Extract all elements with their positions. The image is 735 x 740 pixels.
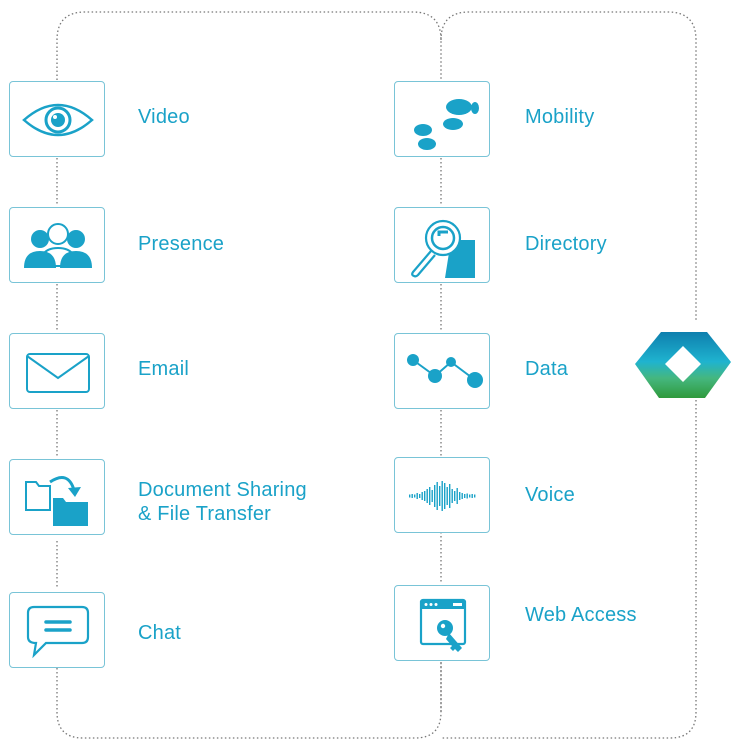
chat-label: Chat [138, 622, 182, 644]
waveform-bar [471, 494, 473, 498]
data-label: Data [525, 358, 569, 380]
waveform-bar [451, 489, 453, 503]
waveform-bar [414, 494, 416, 498]
waveform-bar [409, 494, 411, 498]
waveform-bar [416, 493, 418, 499]
directory-label: Directory [525, 233, 607, 255]
waveform-bar [436, 482, 438, 510]
envelope-icon [26, 353, 90, 393]
brand-diamond-logo [635, 332, 731, 398]
browser-key-icon [419, 598, 467, 652]
email-label: Email [138, 358, 190, 380]
waveform-bar [424, 491, 426, 501]
waveform-bar [421, 492, 423, 500]
waveform-bar [466, 493, 468, 499]
directory-tile[interactable] [394, 207, 490, 283]
waveform-bar [474, 494, 476, 498]
document-sharing-label-line2: & File Transfer [138, 503, 272, 525]
waveform-bar [444, 483, 446, 509]
presence-label: Presence [138, 233, 225, 255]
waveform-bar [434, 485, 436, 507]
document-sharing-label-line1: Document Sharing [138, 479, 307, 501]
web-access-label: Web Access [525, 604, 637, 626]
email-tile[interactable] [9, 333, 105, 409]
document-sharing-tile[interactable] [9, 459, 105, 535]
waveform-bar [419, 494, 421, 498]
waveform-bar [431, 490, 433, 502]
chat-tile[interactable] [9, 592, 105, 668]
waveform-bar [426, 489, 428, 503]
voice-tile[interactable] [394, 457, 490, 533]
waveform-bar [429, 487, 431, 505]
magnifier-icon [411, 219, 475, 278]
eye-icon [22, 103, 94, 137]
data-tile[interactable] [394, 333, 490, 409]
waveform-bar [411, 494, 413, 498]
waveform-bar [456, 488, 458, 504]
chat-bubble-icon [26, 605, 90, 659]
waveform-bar [446, 487, 448, 505]
voice-label: Voice [525, 484, 575, 506]
users-icon [24, 223, 92, 268]
video-label: Video [138, 106, 190, 128]
web-access-tile[interactable] [394, 585, 490, 661]
waveform-bar [449, 484, 451, 508]
video-tile[interactable] [9, 81, 105, 157]
waveform-bar [439, 486, 441, 506]
folder-transfer-icon [25, 476, 88, 526]
mobility-label: Mobility [525, 106, 595, 128]
waveform-bar [469, 494, 471, 498]
waveform-bar [461, 493, 463, 499]
data-nodes-icon [407, 354, 483, 388]
document-sharing-label: Document Sharing & File Transfer [138, 478, 307, 526]
mobility-tile[interactable] [394, 81, 490, 157]
waveform-bar [459, 492, 461, 500]
waveform-icon [409, 481, 476, 511]
waveform-bar [454, 491, 456, 501]
waveform-bar [464, 494, 466, 498]
presence-tile[interactable] [9, 207, 105, 283]
waveform-bar [441, 481, 443, 511]
footsteps-icon [414, 99, 479, 150]
